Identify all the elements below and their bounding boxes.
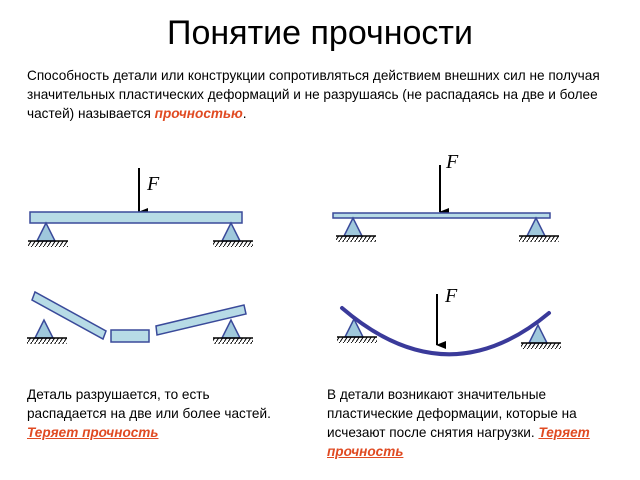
diagram-intact-beam: F bbox=[28, 168, 253, 247]
beam-fragment-right bbox=[155, 304, 247, 336]
caption-fracture-highlight: Теряет прочность bbox=[27, 425, 159, 440]
definition-end: . bbox=[242, 106, 247, 121]
ground-left bbox=[336, 236, 376, 242]
diagram-thin-beam: F bbox=[332, 151, 559, 242]
ground-right bbox=[213, 241, 253, 247]
ground-right bbox=[521, 343, 561, 349]
caption-fracture: Деталь разрушается, то есть распадается … bbox=[27, 385, 287, 442]
ground-right bbox=[213, 338, 253, 344]
force-label: F bbox=[445, 151, 459, 173]
ground-left bbox=[337, 337, 377, 343]
support-left bbox=[33, 318, 55, 339]
ground-left bbox=[28, 241, 68, 247]
diagram-broken-beam bbox=[27, 290, 253, 344]
definition-body: Способность детали или конструкции сопро… bbox=[27, 68, 600, 121]
ground-right bbox=[519, 236, 559, 242]
beam-fragment-left bbox=[31, 290, 107, 341]
beam bbox=[332, 212, 551, 219]
beam-fragment-middle bbox=[110, 329, 150, 343]
caption-plastic-highlight: Теряет прочность bbox=[327, 425, 590, 459]
force-label: F bbox=[146, 173, 160, 195]
definition-term: прочностью bbox=[154, 106, 243, 121]
caption-plastic: В детали возникают значительные пластиче… bbox=[327, 385, 617, 461]
caption-fracture-text: Деталь разрушается, то есть распадается … bbox=[27, 387, 271, 421]
support-left bbox=[342, 216, 364, 237]
support-right bbox=[220, 318, 242, 339]
caption-plastic-text: В детали возникают значительные пластиче… bbox=[327, 387, 577, 440]
support-right bbox=[220, 221, 242, 242]
beam bbox=[29, 211, 243, 224]
support-left bbox=[35, 221, 57, 242]
page-title: Понятие прочности bbox=[167, 14, 473, 52]
force-label: F bbox=[444, 285, 458, 307]
bent-beam bbox=[340, 306, 551, 357]
support-right bbox=[525, 216, 547, 237]
ground-left bbox=[27, 338, 67, 344]
definition-text: Способность детали или конструкции сопро… bbox=[27, 66, 617, 123]
diagram-bent-beam: F bbox=[337, 285, 561, 357]
